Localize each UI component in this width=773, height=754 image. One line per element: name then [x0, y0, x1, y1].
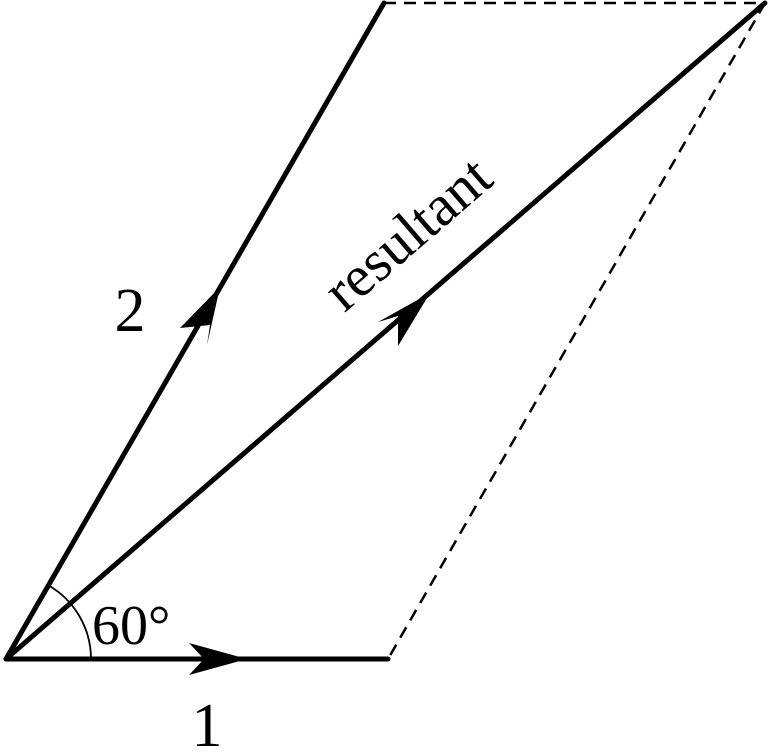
- resultant-arrowhead: [378, 293, 430, 346]
- dashed-right-edge: [386, 2, 767, 660]
- vector-1-arrowhead: [189, 643, 247, 675]
- vector-1-label: 1: [192, 692, 223, 754]
- vector-2-line: [3, 0, 387, 662]
- resultant-label: resultant: [310, 143, 504, 323]
- vector-2-label: 2: [115, 277, 146, 345]
- angle-label: 60°: [92, 595, 170, 657]
- angle-arc: [48, 584, 92, 660]
- vector-2-arrowhead: [180, 287, 220, 345]
- resultant-line: [3, 0, 768, 662]
